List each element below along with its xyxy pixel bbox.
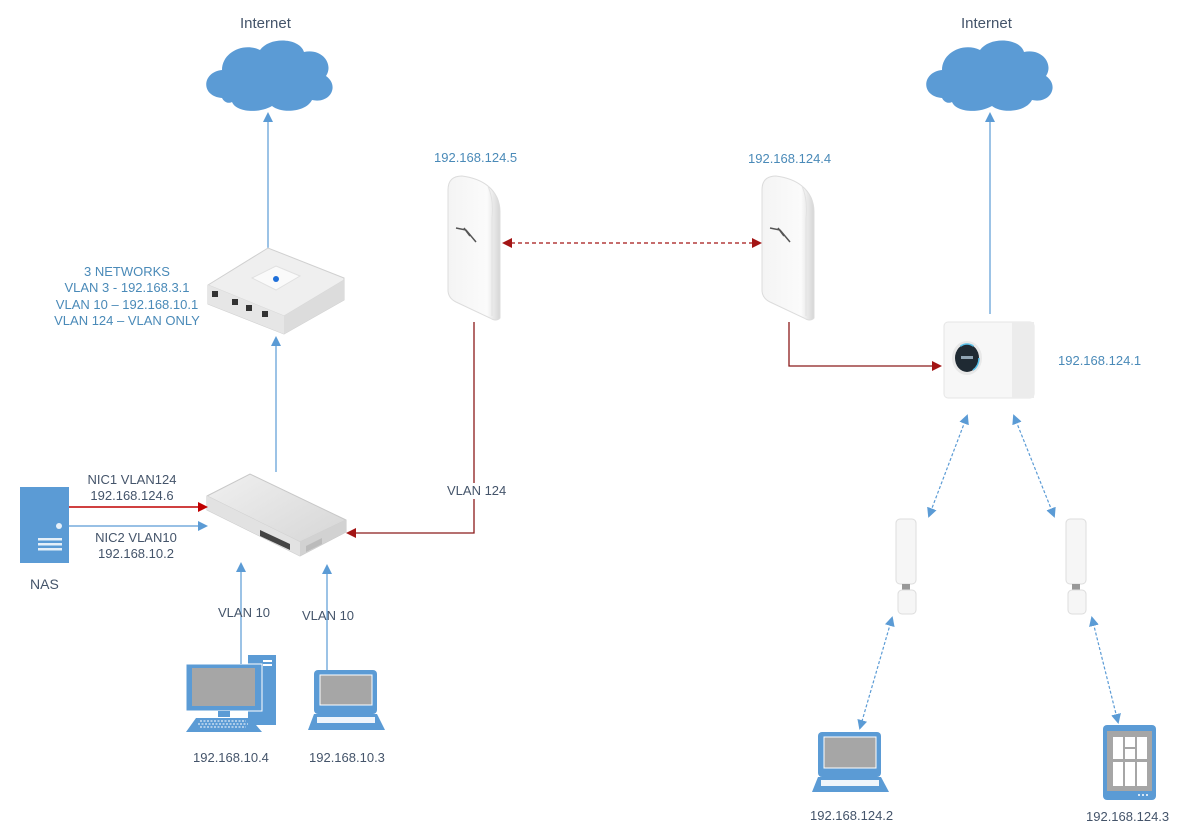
ap-left-ip: 192.168.124.5: [434, 150, 518, 165]
laptop-right-ip: 192.168.124.2: [810, 808, 894, 823]
gateway-vlan10-line: VLAN 10 – 192.168.10.1: [55, 297, 199, 312]
tablet-icon: [1103, 725, 1156, 800]
router-device: [943, 321, 1035, 399]
nas-nic1-ip: 192.168.124.6: [90, 488, 174, 503]
cloud-icon-right: [926, 40, 1053, 111]
link-ap-right-router: [788, 322, 942, 371]
laptop-left-ip: 192.168.10.3: [309, 750, 385, 765]
link-ap-left-switch: [346, 322, 475, 538]
nas-nic2-ip: 192.168.10.2: [98, 546, 174, 561]
desktop-computer-icon: [185, 655, 276, 732]
nas-server-icon: [20, 487, 69, 563]
access-point-right: [761, 175, 815, 321]
tablet-ip: 192.168.124.3: [1086, 809, 1170, 824]
gateway-networks-title: 3 NETWORKS: [84, 264, 170, 279]
nas-label: NAS: [30, 576, 59, 592]
link-router-mesh-left: [927, 414, 969, 518]
link-mesh-laptop: [857, 616, 895, 730]
router-ip: 192.168.124.1: [1058, 353, 1142, 368]
nas-nic1-label: NIC1 VLAN124: [87, 472, 177, 487]
desktop-link-label: VLAN 10: [218, 605, 271, 620]
gateway-device: [207, 247, 345, 335]
gateway-vlan124-line: VLAN 124 – VLAN ONLY: [54, 313, 200, 328]
bridge-vlan-label: VLAN 124: [447, 483, 507, 499]
desktop-ip: 192.168.10.4: [193, 750, 269, 765]
internet-label-left: Internet: [240, 15, 291, 32]
link-router-mesh-right: [1012, 414, 1056, 518]
switch-device: [206, 473, 347, 557]
laptop-icon-right: [812, 732, 889, 792]
mesh-point-right: [1065, 518, 1087, 615]
access-point-left: [447, 175, 501, 321]
nas-nic2-label: NIC2 VLAN10: [95, 530, 177, 545]
internet-label-right: Internet: [961, 15, 1012, 32]
laptop-link-label: VLAN 10: [302, 608, 355, 623]
ap-right-ip: 192.168.124.4: [748, 151, 832, 166]
mesh-point-left: [895, 518, 917, 615]
laptop-icon-left: [308, 670, 385, 730]
gateway-vlan3-line: VLAN 3 - 192.168.3.1: [64, 280, 190, 295]
cloud-icon-left: [206, 40, 333, 111]
link-mesh-tablet: [1089, 616, 1121, 724]
